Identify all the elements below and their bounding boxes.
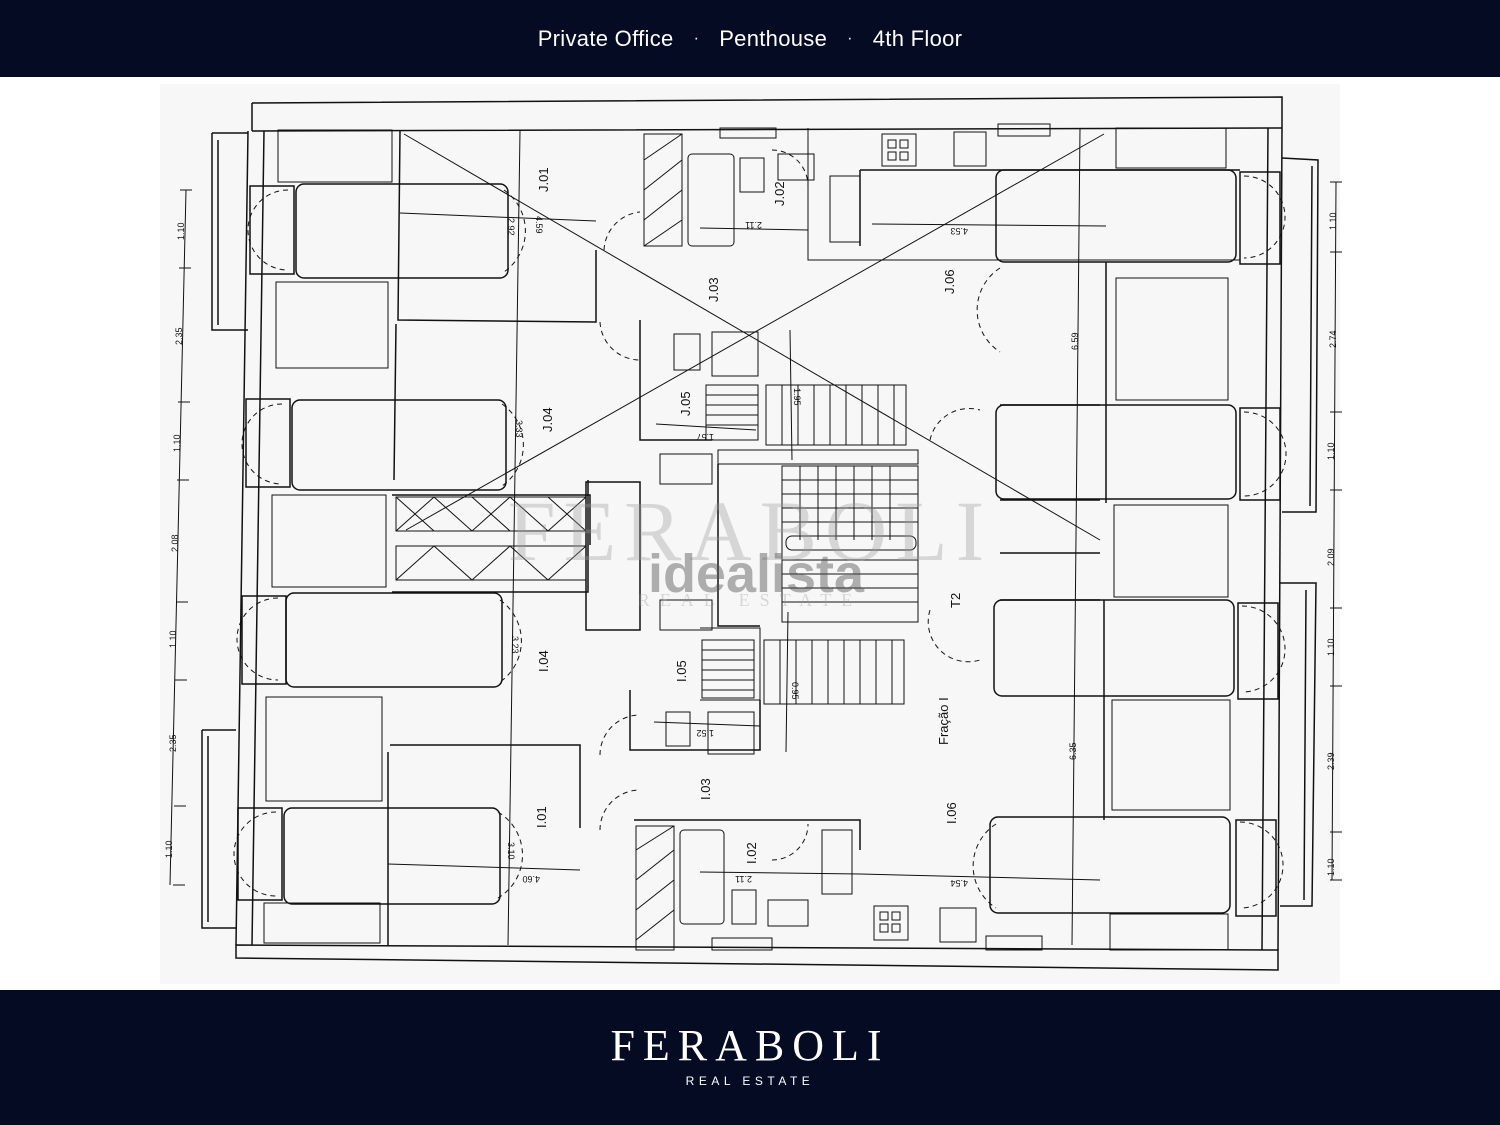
header-bar: Private Office · Penthouse · 4th Floor: [0, 0, 1500, 77]
room-label-j01: J.01: [536, 167, 551, 192]
room-label-i06: I.06: [944, 802, 959, 824]
header-separator: ·: [693, 29, 700, 47]
floor-plan-drawing: J.01 J.02 J.03 J.04 J.05 J.06 T2 Fração …: [160, 84, 1342, 984]
dim-460: 4.60: [522, 874, 540, 884]
room-label-i04: I.04: [536, 650, 551, 672]
dim-right-1: 1.10: [1328, 212, 1338, 230]
bottom-wall: [235, 944, 1279, 971]
footer-bar: FERABOLI REAL ESTATE: [0, 990, 1500, 1125]
header-item-office: Private Office: [537, 25, 674, 51]
room-label-j04: J.04: [540, 407, 555, 432]
dim-292: 2.92: [506, 218, 516, 236]
balcony-left-top: [211, 132, 248, 331]
dim-right-5: 1.10: [1326, 638, 1336, 656]
dim-right-3: 1.10: [1326, 442, 1336, 460]
room-label-i02: I.02: [744, 842, 759, 864]
room-label-i03: I.03: [698, 778, 713, 800]
dim-left-2: 2.35: [174, 327, 184, 345]
room-label-fracao: Fração I: [936, 697, 951, 745]
dim-195: 1.95: [792, 388, 802, 406]
watermark-brand: FERABOLI: [508, 483, 992, 579]
footer-tagline: REAL ESTATE: [685, 1074, 815, 1088]
dim-453: 4.53: [950, 226, 968, 236]
dim-659: 6.59: [1070, 332, 1080, 350]
header-separator: ·: [847, 29, 853, 47]
room-label-j03: J.03: [706, 277, 721, 302]
room-label-i05: I.05: [674, 660, 689, 682]
dim-left-1: 1.10: [176, 222, 186, 240]
dim-310: 3.10: [506, 842, 516, 860]
header-item-floor: 4th Floor: [872, 25, 963, 51]
right-wall: [1261, 127, 1283, 951]
balcony-right-top: [1281, 157, 1319, 513]
dim-left-4: 2.08: [170, 534, 180, 552]
watermark-portal: idealista: [648, 544, 865, 604]
dimension-lines-left: [169, 189, 192, 886]
dimension-lines-right: [1330, 181, 1342, 881]
interior-walls: [387, 127, 1240, 946]
fixtures: [659, 123, 1051, 951]
door-swings: [233, 149, 1287, 909]
dim-right-6: 2.39: [1326, 752, 1336, 770]
diagonal-lines: [403, 133, 1105, 541]
room-label-j05: J.05: [678, 391, 693, 416]
scan-background: [160, 84, 1340, 984]
dim-323: 3.23: [510, 636, 520, 654]
dim-095: 0.95: [790, 682, 800, 700]
dim-left-7: 1.10: [164, 840, 174, 858]
footer-logo: FERABOLI: [610, 1021, 890, 1070]
room-label-i01: I.01: [534, 806, 549, 828]
louvres-left: [263, 129, 393, 944]
room-label-j06: J.06: [942, 269, 957, 294]
dim-459: 4.59: [534, 216, 544, 234]
dim-454: 4.54: [950, 878, 968, 888]
dim-635: 6.35: [1068, 742, 1078, 760]
balcony-left-bottom: [201, 729, 236, 929]
dim-152: 1.52: [696, 728, 714, 738]
stairs: [701, 384, 919, 705]
dim-211a: 2.11: [745, 220, 762, 230]
floor-plan: J.01 J.02 J.03 J.04 J.05 J.06 T2 Fração …: [0, 77, 1500, 990]
dim-left-5: 1.10: [168, 630, 178, 648]
dim-right-2: 2.74: [1328, 330, 1338, 348]
balcony-right-bottom: [1280, 582, 1317, 907]
dim-right-4: 2.09: [1326, 548, 1336, 566]
dim-right-7: 1.10: [1326, 858, 1336, 876]
header-item-type: Penthouse: [719, 25, 828, 51]
dim-211b: 2.11: [735, 874, 752, 884]
room-label-t2: T2: [948, 593, 963, 608]
dim-left-3: 1.10: [172, 434, 182, 452]
louvres-right: [1109, 127, 1231, 951]
dim-157: 1.57: [696, 432, 714, 442]
bay-windows-left: [237, 183, 509, 905]
watermark-sub: REAL ESTATE: [638, 590, 862, 610]
storage-units: [395, 133, 683, 951]
dim-333: 3.33: [514, 420, 524, 438]
top-wall: [251, 96, 1283, 132]
room-label-j02: J.02: [772, 181, 787, 206]
interior-dimension-lines: [387, 212, 1107, 881]
dim-left-6: 2.35: [168, 734, 178, 752]
